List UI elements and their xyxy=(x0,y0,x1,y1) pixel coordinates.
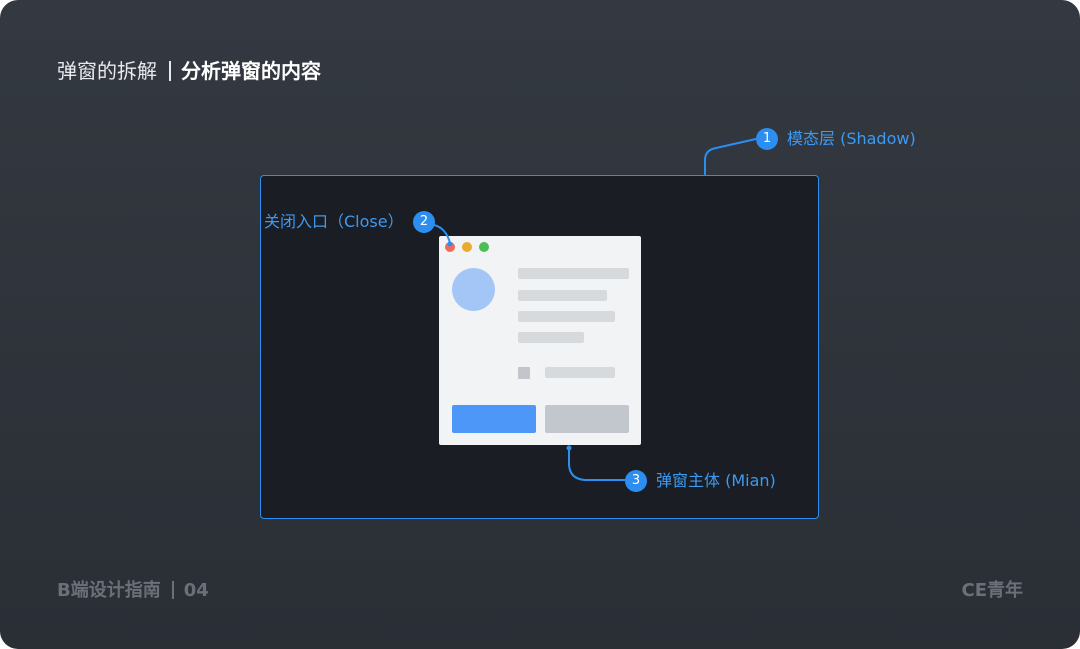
callout-label-main: 弹窗主体 (Mian) xyxy=(656,471,776,490)
secondary-button-placeholder xyxy=(545,405,629,433)
callout-badge-3: 3 xyxy=(625,470,647,492)
avatar-placeholder xyxy=(452,268,495,311)
text-line-placeholder-2 xyxy=(518,290,607,301)
text-line-placeholder-1 xyxy=(518,268,629,279)
text-line-placeholder-4 xyxy=(518,332,584,343)
primary-button-placeholder xyxy=(452,405,536,433)
callout-label-shadow: 模态层 (Shadow) xyxy=(787,129,916,148)
callout-label-close: 关闭入口（Close） xyxy=(264,212,404,231)
minimize-dot-icon xyxy=(462,242,472,252)
footer-series: B端设计指南 04 xyxy=(57,579,209,603)
title-divider xyxy=(169,61,171,81)
callout-badge-2: 2 xyxy=(413,211,435,233)
title-strong: 分析弹窗的内容 xyxy=(181,59,321,83)
footer-divider xyxy=(171,581,174,599)
maximize-dot-icon xyxy=(479,242,489,252)
checkbox-label-placeholder xyxy=(545,367,615,378)
checkbox-placeholder xyxy=(518,367,530,379)
dialog-mockup xyxy=(439,236,641,445)
callout-badge-1: 1 xyxy=(756,128,778,150)
footer-series-name: B端设计指南 xyxy=(57,580,161,601)
page-title: 弹窗的拆解分析弹窗的内容 xyxy=(57,58,321,84)
footer-issue: 04 xyxy=(183,580,209,601)
close-dot-icon xyxy=(445,242,455,252)
connector-shadow xyxy=(704,138,757,175)
title-light: 弹窗的拆解 xyxy=(57,59,157,83)
footer-brand: CE青年 xyxy=(961,580,1023,601)
text-line-placeholder-3 xyxy=(518,311,615,322)
